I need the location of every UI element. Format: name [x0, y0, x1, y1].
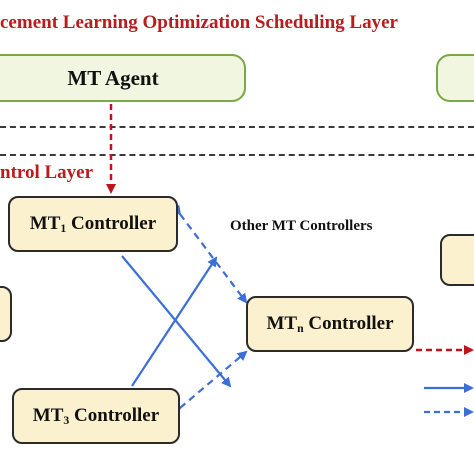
right-partial-box [440, 234, 474, 286]
mt-agent-box: MT Agent [0, 54, 246, 102]
mt3-to-others-arrow [131, 256, 218, 387]
mtn-controller-box: MTn Controller [246, 296, 414, 352]
mt1-controller-label: MT1 Controller [29, 212, 157, 235]
mt1-controller-box: MT1 Controller [8, 196, 178, 252]
layer-separator-bottom [0, 154, 474, 156]
mt3-controller-box: MT3 Controller [12, 388, 180, 444]
mt-agent-label: MT Agent [67, 65, 159, 90]
mt3-mtn-arrow [170, 350, 248, 417]
other-controllers-label: Other MT Controllers [230, 218, 373, 234]
rl-partial-box [436, 54, 474, 102]
control-layer-title: ntrol Layer [0, 162, 94, 183]
mt1-to-others-arrow [121, 255, 232, 388]
layer-separator-top [0, 126, 474, 128]
left-partial-controller-box [0, 286, 12, 342]
mtn-controller-label: MTn Controller [266, 312, 394, 335]
mt3-controller-label: MT3 Controller [32, 404, 160, 427]
rl-layer-title: cement Learning Optimization Scheduling … [0, 12, 398, 33]
